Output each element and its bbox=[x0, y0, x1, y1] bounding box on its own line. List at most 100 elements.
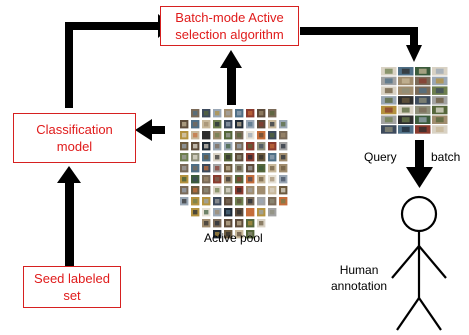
algorithm-to-batch-arrowhead bbox=[406, 45, 422, 62]
pool-thumbnail-subject bbox=[182, 155, 187, 160]
thumbnail-subject bbox=[401, 97, 410, 103]
pool-thumbnail-subject bbox=[204, 210, 209, 215]
pool-thumbnail-subject bbox=[193, 122, 198, 127]
thumbnail-subject bbox=[401, 117, 410, 123]
pool-thumbnail-subject bbox=[182, 177, 187, 182]
pool-thumbnail-subject bbox=[182, 199, 187, 204]
pool-thumbnail-subject bbox=[281, 144, 286, 149]
human-right-arm bbox=[418, 245, 447, 279]
pool-thumbnail-subject bbox=[204, 199, 209, 204]
pool-thumbnail-subject bbox=[182, 188, 187, 193]
batch-label: batch bbox=[431, 150, 461, 164]
classification-model-line1: Classification bbox=[36, 122, 113, 137]
pool-thumbnail-subject bbox=[204, 188, 209, 193]
thumbnail-subject bbox=[418, 107, 427, 113]
pool-thumbnail-subject bbox=[237, 144, 242, 149]
pool-thumbnail-subject bbox=[215, 210, 220, 215]
seed-labeled-set-line1: Seed labeled bbox=[34, 271, 110, 286]
pool-thumbnail-subject bbox=[259, 221, 264, 226]
pool-thumbnail-subject bbox=[259, 210, 264, 215]
pool-thumbnail-subject bbox=[270, 188, 275, 193]
pool-thumbnail-subject bbox=[259, 144, 264, 149]
pool-thumbnail-subject bbox=[237, 199, 242, 204]
pool-thumbnail-subject bbox=[237, 111, 242, 116]
pool-thumbnail-subject bbox=[204, 177, 209, 182]
active-pool-label: Active pool bbox=[204, 231, 263, 245]
pool-thumbnail-subject bbox=[215, 232, 220, 237]
pool-thumbnail-subject bbox=[259, 177, 264, 182]
pool-thumbnail-subject bbox=[204, 111, 209, 116]
thumbnail-subject bbox=[435, 97, 444, 103]
pool-thumbnail-subject bbox=[204, 144, 209, 149]
pool-thumbnail-subject bbox=[270, 144, 275, 149]
thumbnail-subject bbox=[418, 117, 427, 123]
pool-thumbnail-subject bbox=[248, 155, 253, 160]
classification-model-node: Classification model bbox=[13, 113, 136, 163]
selection-algorithm-node: Batch-mode Active selection algorithm bbox=[160, 6, 299, 46]
pool-thumbnail-subject bbox=[226, 210, 231, 215]
thumbnail-subject bbox=[435, 107, 444, 113]
pool-thumbnail-subject bbox=[226, 122, 231, 127]
human-right-leg bbox=[418, 297, 442, 331]
pool-to-algorithm-shaft bbox=[227, 67, 236, 105]
pool-thumbnail-subject bbox=[237, 221, 242, 226]
pool-thumbnail-subject bbox=[182, 144, 187, 149]
pool-thumbnail-subject bbox=[204, 133, 209, 138]
pool-thumbnail-subject bbox=[193, 155, 198, 160]
pool-thumbnail-subject bbox=[248, 199, 253, 204]
pool-thumbnail-subject bbox=[215, 177, 220, 182]
pool-thumbnail-subject bbox=[193, 177, 198, 182]
pool-thumbnail-subject bbox=[270, 166, 275, 171]
algorithm-to-batch-connector bbox=[300, 27, 418, 46]
thumbnail-subject bbox=[384, 68, 393, 74]
pool-thumbnail-subject bbox=[182, 166, 187, 171]
thumbnail-subject bbox=[384, 78, 393, 84]
pool-thumbnail-subject bbox=[226, 144, 231, 149]
pool-thumbnail-subject bbox=[215, 133, 220, 138]
pool-thumbnail-subject bbox=[215, 144, 220, 149]
pool-thumbnail-subject bbox=[259, 155, 264, 160]
active-pool-image-grid bbox=[180, 109, 288, 239]
pool-thumbnail-subject bbox=[248, 232, 253, 237]
pool-thumbnail-subject bbox=[215, 199, 220, 204]
pool-thumbnail-subject bbox=[215, 188, 220, 193]
pool-thumbnail-subject bbox=[215, 155, 220, 160]
human-label-line1: Human bbox=[339, 263, 379, 277]
pool-thumbnail-subject bbox=[270, 210, 275, 215]
pool-thumbnail-subject bbox=[281, 177, 286, 182]
query-batch-image-grid bbox=[381, 67, 448, 134]
pool-thumbnail-subject bbox=[226, 221, 231, 226]
thumbnail-subject bbox=[435, 88, 444, 94]
thumbnail-subject bbox=[401, 78, 410, 84]
seed-to-model-arrowhead bbox=[57, 166, 81, 183]
human-left-arm bbox=[391, 245, 420, 279]
model-to-algorithm-connector bbox=[65, 22, 158, 108]
pool-thumbnail-subject bbox=[248, 210, 253, 215]
thumbnail-subject bbox=[418, 68, 427, 74]
pool-thumbnail-subject bbox=[226, 155, 231, 160]
pool-thumbnail-subject bbox=[281, 199, 286, 204]
thumbnail-subject bbox=[418, 88, 427, 94]
thumbnail-subject bbox=[435, 78, 444, 84]
pool-thumbnail-subject bbox=[182, 122, 187, 127]
pool-to-model-shaft bbox=[150, 126, 165, 134]
pool-thumbnail-subject bbox=[281, 133, 286, 138]
pool-thumbnail-subject bbox=[248, 188, 253, 193]
pool-to-algorithm-arrowhead bbox=[220, 50, 242, 68]
pool-thumbnail-subject bbox=[215, 122, 220, 127]
pool-thumbnail-subject bbox=[237, 166, 242, 171]
pool-thumbnail-subject bbox=[259, 199, 264, 204]
pool-thumbnail-subject bbox=[226, 232, 231, 237]
pool-thumbnail-subject bbox=[226, 133, 231, 138]
pool-thumbnail-subject bbox=[259, 111, 264, 116]
thumbnail-subject bbox=[384, 97, 393, 103]
pool-thumbnail-subject bbox=[237, 133, 242, 138]
thumbnail-subject bbox=[384, 117, 393, 123]
pool-thumbnail-subject bbox=[248, 221, 253, 226]
selection-algorithm-line2: selection algorithm bbox=[175, 27, 284, 42]
pool-thumbnail-subject bbox=[204, 155, 209, 160]
pool-thumbnail-subject bbox=[237, 210, 242, 215]
pool-thumbnail-subject bbox=[270, 111, 275, 116]
thumbnail-subject bbox=[435, 126, 444, 132]
